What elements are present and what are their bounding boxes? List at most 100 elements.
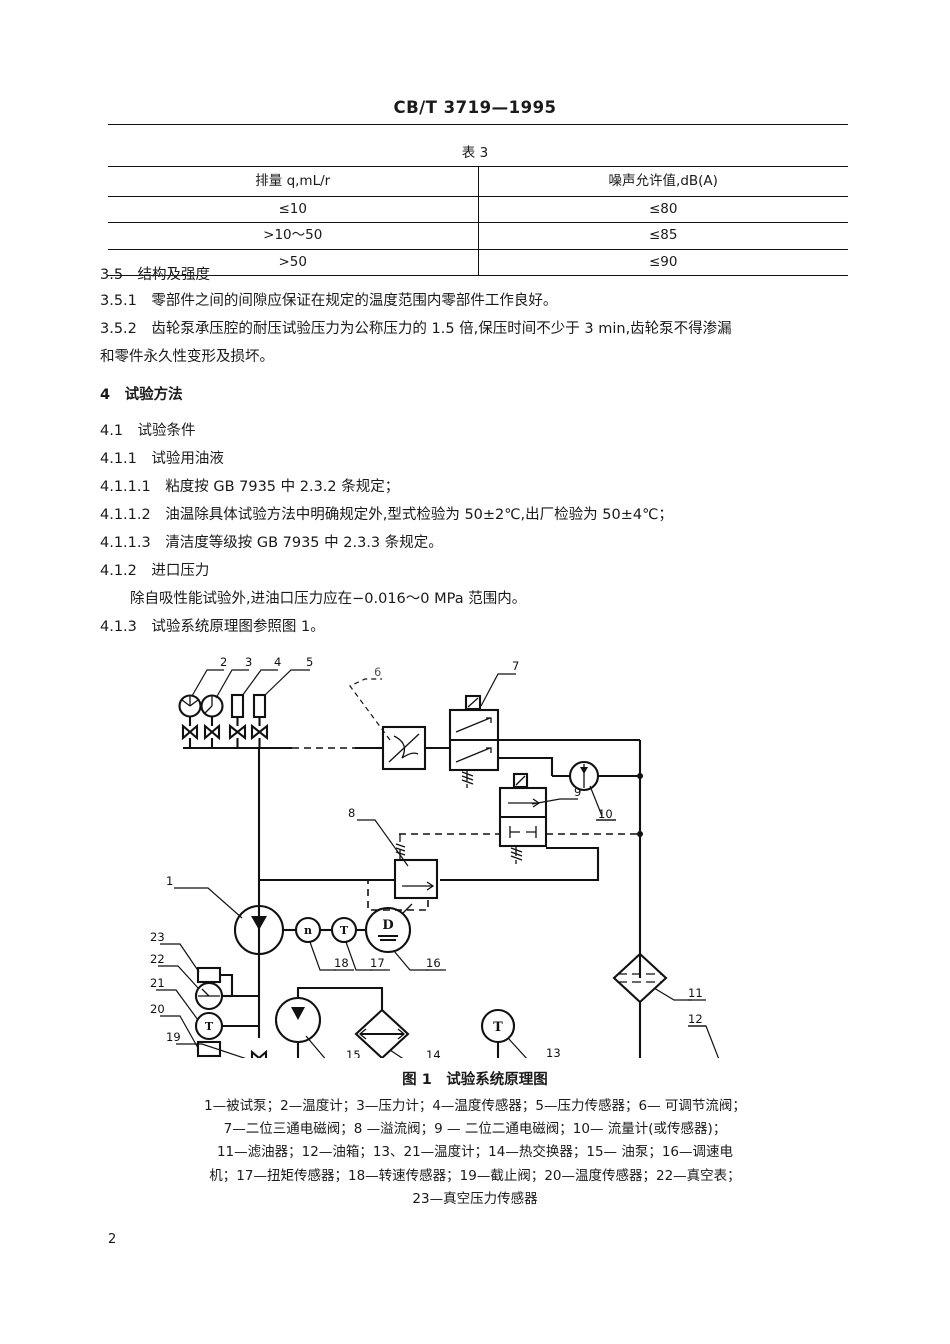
callout-13: 13 <box>546 1046 561 1058</box>
clause-4-1-2-heading: 4.1.2 进口压力 <box>100 563 210 579</box>
junction-dot <box>637 831 643 837</box>
header-rule <box>108 124 848 125</box>
oil-pump-15-icon <box>274 996 322 1044</box>
solenoid-valve-7-icon <box>448 694 500 788</box>
callout-23: 23 <box>150 930 165 944</box>
inlet-sensor-stack: T <box>194 966 259 1058</box>
legend-line-1: 1—被试泵；2—温度计；3—压力计；4—温度传感器；5—压力传感器；6— 可调节… <box>204 1098 746 1114</box>
torque-sensor-17-icon: T <box>330 916 358 944</box>
col-header-1-text: 排量 q,mL/r <box>255 173 331 189</box>
callout-10: 10 <box>598 807 613 821</box>
callout-8: 8 <box>348 806 355 820</box>
sensor-branch-upper <box>220 973 259 998</box>
clause-4-1-1-1: 4.1.1.1 粘度按 GB 7935 中 2.3.2 条规定； <box>100 479 400 495</box>
callout-9: 9 <box>574 785 581 799</box>
page-header-standard-number: CB/T 3719—1995 <box>393 98 557 117</box>
table-noise-limits: 排量 q,mL/r 噪声允许值,dB(A) ≤10 ≤80 >10～50 ≤85… <box>108 165 848 276</box>
callout-7: 7 <box>512 659 519 673</box>
table-title: 表 3 <box>461 145 489 161</box>
body-text-block: 3.5 结构及强度 3.5.1 零部件之间的间隙应保证在规定的温度范围内零部件工… <box>100 268 860 648</box>
legend-line-3: 11—滤油器；12—油箱；13、21—温度计；14—热交换器；15— 油泵；16… <box>216 1144 734 1161</box>
schematic-svg: .l { stroke:#111; stroke-width:2.1; fill… <box>150 655 752 1102</box>
clause-4-1-3: 4.1.3 试验系统原理图参照图 1。 <box>100 619 325 635</box>
callout-21: 21 <box>150 976 165 990</box>
line-valve9-to-bus <box>440 846 600 882</box>
pump15-to-exchanger <box>296 986 384 1010</box>
gauge-cluster <box>178 693 269 750</box>
relief-valve-8-icon <box>367 834 439 911</box>
adjustable-throttle-valve-6-icon <box>381 725 450 771</box>
cell-noise-3: ≤90 <box>478 249 848 276</box>
thermometer-gauge-2-icon <box>178 694 202 718</box>
callout-14: 14 <box>426 1048 441 1058</box>
junction-dot <box>637 773 643 779</box>
callout-11: 11 <box>688 986 703 1000</box>
clause-4-1-1-3: 4.1.1.3 清洁度等级按 GB 7935 中 2.3.3 条规定。 <box>100 535 443 551</box>
callout-1: 1 <box>166 874 173 888</box>
motor-symbol-text: D <box>382 918 393 933</box>
legend-line-4: 机；17—扭矩传感器；18—转速传感器；19—截止阀；20—温度传感器；22—真… <box>209 1167 741 1184</box>
line-valve7-lower-port <box>498 756 554 776</box>
vacuum-pressure-sensor-23-icon <box>196 966 222 984</box>
stop-valve-19-icon <box>250 1049 268 1067</box>
callout-5: 5 <box>306 655 313 669</box>
cell-noise-2: ≤85 <box>478 222 848 250</box>
table-header-cell-displacement: 排量 q,mL/r <box>108 165 479 198</box>
thermometer-13-icon: T <box>480 1008 516 1100</box>
vacuum-gauge-22-icon <box>194 981 224 1011</box>
temperature-sensor-20-icon <box>196 1040 222 1058</box>
solenoid-valve-9-icon <box>498 772 548 864</box>
pressure-sensor-5-icon <box>252 693 267 719</box>
clause-4-1-2-body: 除自吸性能试验外,进油口压力应在−0.016～0 MPa 范围内。 <box>130 591 527 607</box>
clause-3-5-heading: 3.5 结构及强度 <box>100 267 211 283</box>
speed-sensor-symbol-text: n <box>304 924 312 937</box>
callout-numbers: 2 3 4 5 6 7 8 9 10 11 12 13 14 15 16 17 … <box>150 655 703 1062</box>
clause-4-heading: 4 试验方法 <box>100 387 183 403</box>
callout-6: 6 <box>374 665 381 679</box>
clause-3-5-1: 3.5.1 零部件之间的间隙应保证在规定的温度范围内零部件工作良好。 <box>100 293 558 309</box>
clause-3-5-2-line2: 和零件永久性变形及损坏。 <box>100 349 274 365</box>
table-row: >50 ≤90 <box>108 249 848 276</box>
figure-hydraulic-schematic: .l { stroke:#111; stroke-width:2.1; fill… <box>150 648 810 1102</box>
variable-speed-motor-16-icon: D <box>364 903 413 954</box>
clause-3-5-2-line1: 3.5.2 齿轮泵承压腔的耐压试验压力为公称压力的 1.5 倍,保压时间不少于 … <box>100 321 732 337</box>
heat-exchanger-14-icon <box>354 1008 410 1060</box>
legend-line-2: 7—二位三通电磁阀；8 —溢流阀；9 — 二位二通电磁阀；10— 流量计(或传感… <box>223 1121 727 1138</box>
legend-line-5: 23—真空压力传感器 <box>412 1190 538 1207</box>
cell-displacement-1: ≤10 <box>108 196 479 224</box>
col-header-2-text: 噪声允许值,dB(A) <box>608 173 718 189</box>
clause-4-1-1-2: 4.1.1.2 油温除具体试验方法中明确规定外,型式检验为 50±2℃,出厂检验… <box>100 507 673 523</box>
callout-17: 17 <box>370 956 385 970</box>
page-number: 2 <box>108 1232 117 1247</box>
callout-20: 20 <box>150 1002 165 1016</box>
callout-16: 16 <box>426 956 441 970</box>
callout-19: 19 <box>166 1030 181 1044</box>
thermometer-21-icon: T <box>194 1011 224 1041</box>
table-header-row: 排量 q,mL/r 噪声允许值,dB(A) <box>108 165 848 198</box>
callout-2: 2 <box>220 655 227 669</box>
shutoff-valve-bowtie-group <box>181 716 269 748</box>
speed-sensor-18-icon: n <box>294 916 322 944</box>
figure-legend: 1—被试泵；2—温度计；3—压力计；4—温度传感器；5—压力传感器；6— 可调节… <box>0 1095 950 1211</box>
clause-4-1-heading: 4.1 试验条件 <box>100 423 196 439</box>
torque-sensor-symbol-text: T <box>340 924 349 937</box>
callout-3: 3 <box>245 655 252 669</box>
cell-displacement-2: >10～50 <box>108 222 479 250</box>
cell-noise-1: ≤80 <box>478 196 848 224</box>
temperature-sensor-4-icon <box>230 693 245 719</box>
clause-4-1-1-heading: 4.1.1 试验用油液 <box>100 451 224 467</box>
callout-22: 22 <box>150 952 165 966</box>
callout-18: 18 <box>334 956 349 970</box>
table-header-cell-noise: 噪声允许值,dB(A) <box>478 165 848 198</box>
thermometer-13-symbol-text: T <box>493 1020 503 1035</box>
cell-displacement-3: >50 <box>108 249 479 276</box>
table-row: ≤10 ≤80 <box>108 196 848 224</box>
callout-4: 4 <box>274 655 281 669</box>
callout-15: 15 <box>346 1048 361 1058</box>
callout-12: 12 <box>688 1012 703 1026</box>
figure-caption: 图 1 试验系统原理图 <box>402 1072 548 1088</box>
pressure-gauge-3-icon <box>200 694 224 718</box>
thermometer-symbol-text: T <box>205 1020 214 1033</box>
flowmeter-10-icon <box>552 760 640 792</box>
